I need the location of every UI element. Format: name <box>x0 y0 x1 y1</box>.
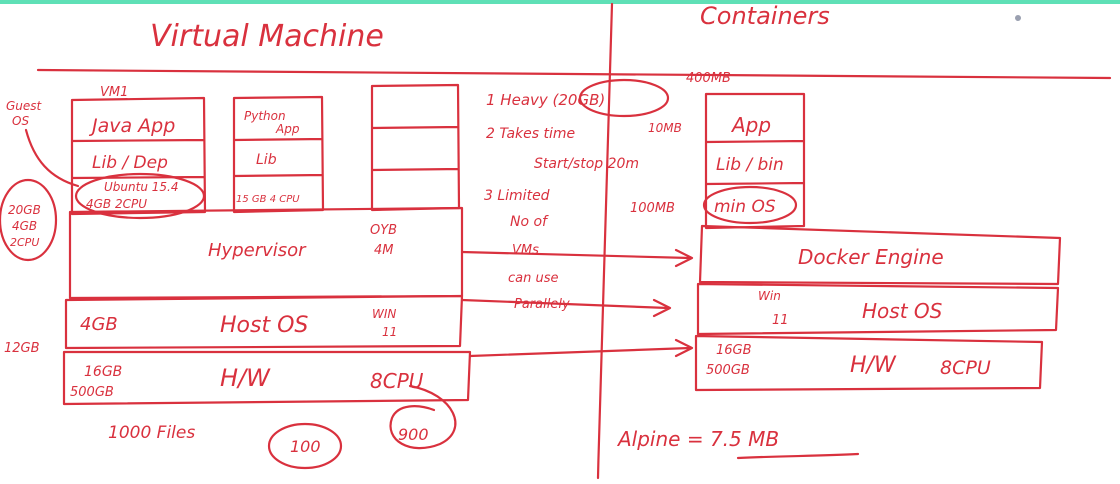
vm-title: Virtual Machine <box>150 19 384 54</box>
vertical-divider <box>596 2 614 480</box>
vm1-label: VM1 <box>100 85 128 100</box>
vm1-app: Java App <box>88 115 175 137</box>
minos-circle <box>702 185 798 225</box>
circle-900-text: 900 <box>398 425 429 444</box>
container-host-os-layer <box>696 282 1060 336</box>
hypervisor-label: Hypervisor <box>208 240 307 261</box>
circle-100-text: 100 <box>290 437 321 456</box>
hypervisor-res-1: OYB <box>370 223 397 238</box>
top-accent-bar <box>0 0 1120 4</box>
vm2-res: 15 GB 4 CPU <box>236 194 300 205</box>
host-os-right-2: 11 <box>382 325 397 339</box>
host-os-layer <box>64 294 464 350</box>
note-7: can use <box>508 271 559 286</box>
container-hw-layer <box>694 334 1044 392</box>
container-host-left-2: 11 <box>772 313 789 328</box>
container-minos: min OS <box>714 197 776 217</box>
container-hw-left-2: 500GB <box>706 363 750 378</box>
vm1-res: 4GB 2CPU <box>86 197 147 211</box>
container-host-left-1: Win <box>758 289 781 303</box>
note-3: Start/stop 20m <box>534 156 639 172</box>
files-label: 1000 Files <box>108 423 195 443</box>
arrow-hypervisor <box>460 248 694 268</box>
vm2-app-line2: App <box>275 122 300 136</box>
container-app: App <box>730 113 771 137</box>
arrow-host-os <box>460 298 672 318</box>
hw-label: H/W <box>220 364 271 392</box>
vm2-lib: Lib <box>256 152 277 168</box>
container-hw-right: 8CPU <box>940 357 991 379</box>
container-app-size: 10MB <box>648 121 682 135</box>
circle-900 <box>389 384 457 450</box>
docker-engine-layer <box>698 224 1062 286</box>
container-minos-size: 100MB <box>630 201 675 216</box>
containers-title: Containers <box>700 2 830 30</box>
vm1-box <box>70 96 207 216</box>
vm2-app-line1: Python <box>244 109 286 123</box>
container-hw-label: H/W <box>850 353 897 378</box>
note-4: 3 Limited <box>484 188 550 204</box>
guest-os-line2: OS <box>12 114 29 128</box>
note-6: VMs <box>512 243 539 258</box>
note-8: Parallely <box>514 297 570 312</box>
heavy-size-circle <box>578 78 670 118</box>
hw-layer <box>62 350 472 406</box>
vm1-os-circle <box>74 172 206 220</box>
docker-engine-label: Docker Engine <box>798 245 944 269</box>
guest-res-line2: 4GB <box>12 219 37 233</box>
alpine-underline <box>736 452 860 460</box>
guest-os-pointer <box>24 128 80 188</box>
note-1: 1 Heavy (20GB) <box>486 91 605 109</box>
alpine-size: Alpine = 7.5 MB <box>616 427 779 451</box>
container-stack-box <box>704 92 806 230</box>
cursor-dot <box>1015 15 1021 21</box>
container-lib: Lib / bin <box>716 155 784 175</box>
host-os-left: 4GB <box>80 314 118 335</box>
header-underline <box>36 68 1112 80</box>
guest-res-circle <box>0 178 58 262</box>
guest-res-line3: 2CPU <box>10 236 39 249</box>
hw-left-1: 16GB <box>84 364 122 380</box>
container-host-os-label: Host OS <box>862 299 943 323</box>
note-2: 2 Takes time <box>486 126 575 142</box>
host-os-right-1: WIN <box>372 307 396 321</box>
guest-os-line1: Guest <box>6 99 43 113</box>
hypervisor-res-2: 4M <box>374 243 394 258</box>
guest-res-line1: 20GB <box>8 203 41 217</box>
host-total: 12GB <box>4 341 40 356</box>
arrow-hw <box>468 338 694 358</box>
container-size-top: 400MB <box>686 71 731 86</box>
vm1-os: Ubuntu 15.4 <box>104 180 178 194</box>
circle-100 <box>267 422 343 470</box>
hw-right: 8CPU <box>370 369 424 393</box>
vm3-box <box>370 83 461 212</box>
container-hw-left-1: 16GB <box>716 343 752 358</box>
host-os-label: Host OS <box>220 313 308 338</box>
hw-left-2: 500GB <box>70 385 114 400</box>
note-5: No of <box>510 214 549 230</box>
vm1-lib: Lib / Dep <box>92 153 168 173</box>
